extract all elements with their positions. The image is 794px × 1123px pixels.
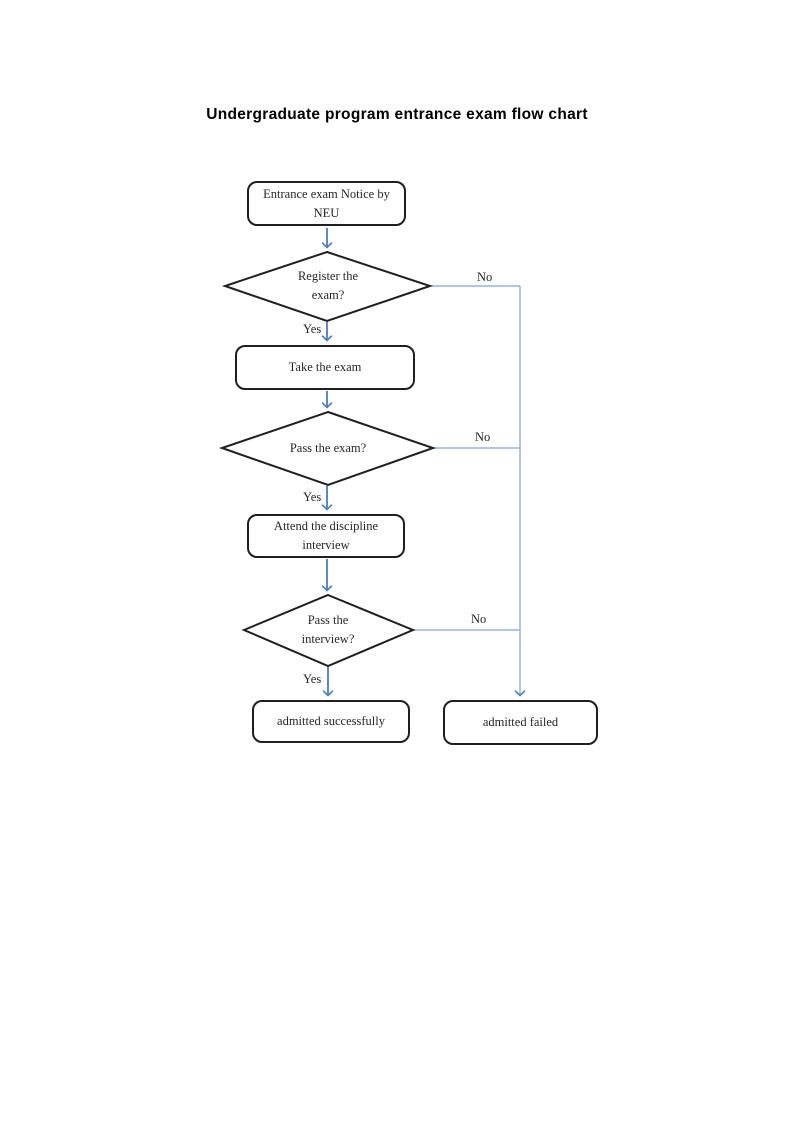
decision-diamond-pass-interview — [241, 593, 416, 668]
node-start: Entrance exam Notice by NEU — [247, 181, 406, 226]
edge-label-pass-exam-no: No — [475, 430, 491, 444]
decision-label-pass-interview: Pass the interview? — [301, 613, 355, 646]
page-title: Undergraduate program entrance exam flow… — [206, 106, 588, 123]
edge-label-register-no: No — [477, 270, 493, 284]
decision-diamond-pass-exam — [218, 410, 437, 487]
node-interview: Attend the discipline interview — [247, 514, 405, 558]
edge-label-pass-exam-yes: Yes — [303, 490, 322, 504]
node-take-exam: Take the exam — [235, 345, 415, 390]
decision-diamond-register — [221, 250, 434, 323]
edge-label-register-yes: Yes — [303, 322, 322, 336]
node-admitted-failed: admitted failed — [443, 700, 598, 745]
decision-label-pass-exam: Pass the exam? — [289, 440, 367, 455]
node-admitted-success: admitted successfully — [252, 700, 410, 743]
edge-label-pass-interview-yes: Yes — [303, 672, 322, 686]
decision-label-register: Register the exam? — [297, 269, 359, 302]
edge-label-pass-interview-no: No — [471, 612, 487, 626]
